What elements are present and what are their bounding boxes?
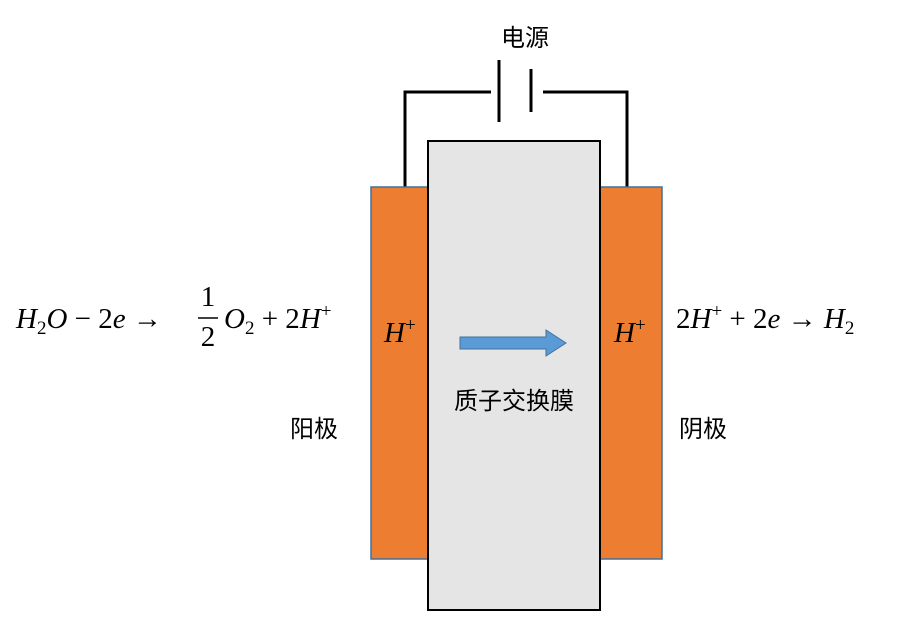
power-source-label: 电源 xyxy=(501,24,549,52)
anode-equation: H2O − 2e → 1 2 O2 + 2H+ xyxy=(15,281,331,353)
svg-text:H2O − 2e →: H2O − 2e → xyxy=(15,303,162,339)
anode-electrode xyxy=(370,186,432,560)
cathode-proton-label: H+ xyxy=(613,315,646,349)
proton-flow-arrow xyxy=(459,329,567,357)
anode-proton-label: H+ xyxy=(383,315,416,349)
anode-label: 阳极 xyxy=(290,415,338,443)
svg-text:O2 + 2H+: O2 + 2H+ xyxy=(224,301,331,339)
proton-exchange-membrane xyxy=(427,140,601,611)
cathode-equation: 2H+ + 2e → H2 xyxy=(676,301,854,339)
left-wire xyxy=(403,90,491,187)
cathode-label: 阴极 xyxy=(679,415,727,443)
membrane-label: 质子交换膜 xyxy=(454,387,574,415)
svg-text:1: 1 xyxy=(201,281,216,313)
svg-text:2: 2 xyxy=(201,321,216,353)
right-wire xyxy=(543,90,629,187)
cathode-electrode xyxy=(597,186,663,560)
